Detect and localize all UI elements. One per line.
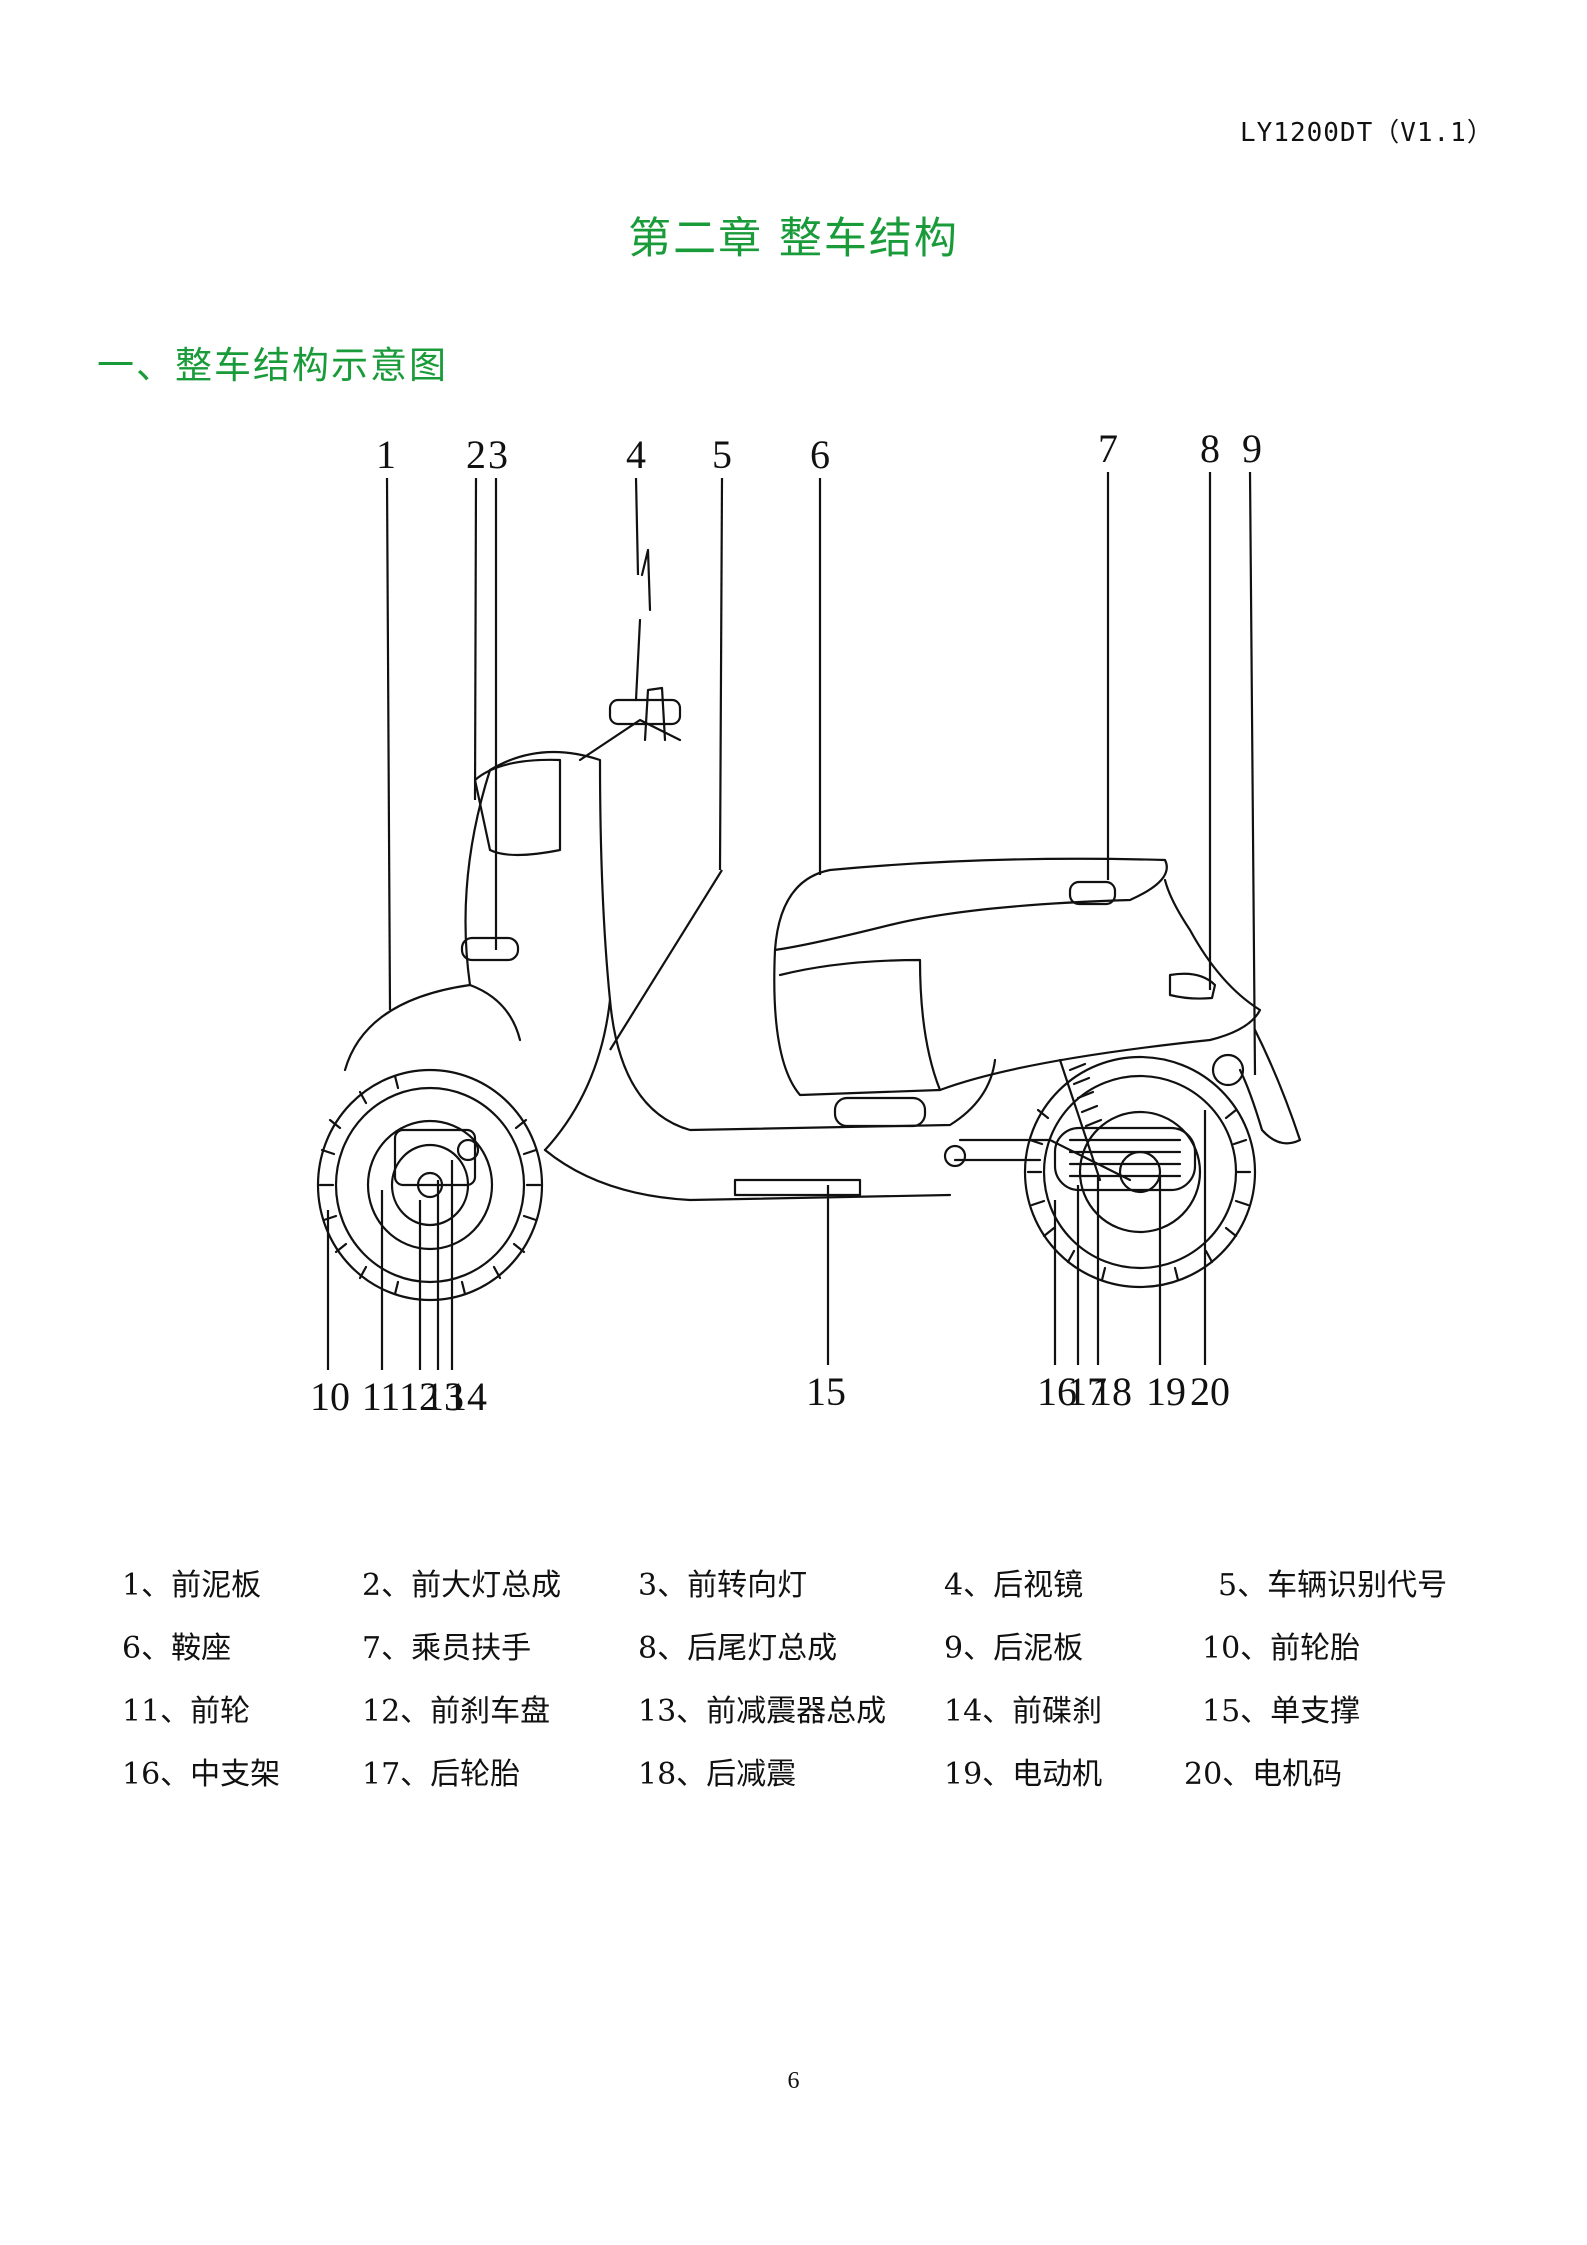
callout-19: 19 xyxy=(1146,1369,1186,1414)
callout-8: 8 xyxy=(1200,426,1220,471)
callout-14: 14 xyxy=(447,1374,487,1419)
callout-11: 11 xyxy=(362,1374,401,1419)
floorboard xyxy=(608,998,997,1132)
legend-item: 1、前泥板 xyxy=(122,1568,262,1603)
callout-4: 4 xyxy=(626,432,646,477)
callout-15: 15 xyxy=(806,1369,846,1414)
legend-item: 4、后视镜 xyxy=(944,1568,1084,1603)
grip xyxy=(608,698,682,726)
rear-turn-signal xyxy=(1211,1053,1245,1087)
callout-13: 13 xyxy=(424,1374,464,1419)
side-stand xyxy=(733,1178,862,1197)
headlight xyxy=(473,758,562,857)
legend-item: 6、鞍座 xyxy=(122,1631,232,1666)
rear-mudguard xyxy=(1238,1028,1302,1145)
section-title: 一、整车结构示意图 xyxy=(97,344,448,387)
rear-shock xyxy=(1058,1058,1103,1182)
front-fender xyxy=(343,983,522,1072)
swingarm xyxy=(953,1138,1132,1182)
legend-item: 5、车辆识别代号 xyxy=(1218,1568,1448,1603)
callout-5: 5 xyxy=(712,432,732,477)
underbody xyxy=(543,1148,952,1202)
tail-light xyxy=(1168,972,1217,1000)
callout-16: 16 xyxy=(1037,1369,1077,1414)
scooter-structure-diagram: 1 2 3 4 5 6 7 8 9 10 11 12 13 14 15 16 1… xyxy=(310,426,1302,1419)
center-stand-pivot xyxy=(943,1144,967,1168)
seat xyxy=(773,857,1168,952)
chapter-title: 第二章 整车结构 xyxy=(628,214,959,264)
callout-7: 7 xyxy=(1098,426,1118,471)
legend-item: 9、后泥板 xyxy=(944,1631,1084,1666)
callout-2: 2 xyxy=(466,432,486,477)
callout-3: 3 xyxy=(488,432,508,477)
legend-item: 14、前碟刹 xyxy=(944,1694,1103,1729)
handlebar xyxy=(578,686,682,762)
legend-item: 20、电机码 xyxy=(1184,1757,1343,1792)
legend-item: 7、乘员扶手 xyxy=(362,1631,532,1666)
page-number: 6 xyxy=(787,2068,800,2094)
callout-1: 1 xyxy=(376,432,396,477)
callout-9: 9 xyxy=(1242,426,1262,471)
side-panel xyxy=(778,958,942,1092)
mirror-stem xyxy=(634,548,652,702)
callout-18: 18 xyxy=(1092,1369,1132,1414)
legend-item: 17、后轮胎 xyxy=(362,1757,521,1792)
legend-item: 15、单支撑 xyxy=(1202,1694,1361,1729)
legend-item: 11、前轮 xyxy=(122,1694,251,1729)
legend-item: 12、前刹车盘 xyxy=(362,1694,551,1729)
legend-item: 18、后减震 xyxy=(638,1757,797,1792)
callout-10: 10 xyxy=(310,1374,350,1419)
front-shield xyxy=(464,750,612,1152)
legend-item: 16、中支架 xyxy=(122,1757,281,1792)
callout-6: 6 xyxy=(810,432,830,477)
front-wheel xyxy=(316,1068,544,1302)
legend-item: 2、前大灯总成 xyxy=(362,1568,562,1603)
callout-17: 17 xyxy=(1067,1369,1107,1414)
callout-20: 20 xyxy=(1190,1369,1230,1414)
rear-reflector xyxy=(833,1096,927,1128)
callout-12: 12 xyxy=(399,1374,439,1419)
passenger-grip xyxy=(1068,880,1117,906)
legend-item: 3、前转向灯 xyxy=(638,1568,808,1603)
legend-item: 8、后尾灯总成 xyxy=(638,1631,838,1666)
rear-wheel xyxy=(1023,1055,1257,1289)
legend-item: 10、前轮胎 xyxy=(1202,1631,1361,1666)
front-turn-signal xyxy=(460,936,520,962)
legend-item: 19、电动机 xyxy=(944,1757,1103,1792)
doc-code: LY1200DT（V1.1） xyxy=(1240,118,1494,148)
legend-item: 13、前减震器总成 xyxy=(638,1694,887,1729)
rear-body xyxy=(773,878,1262,1097)
